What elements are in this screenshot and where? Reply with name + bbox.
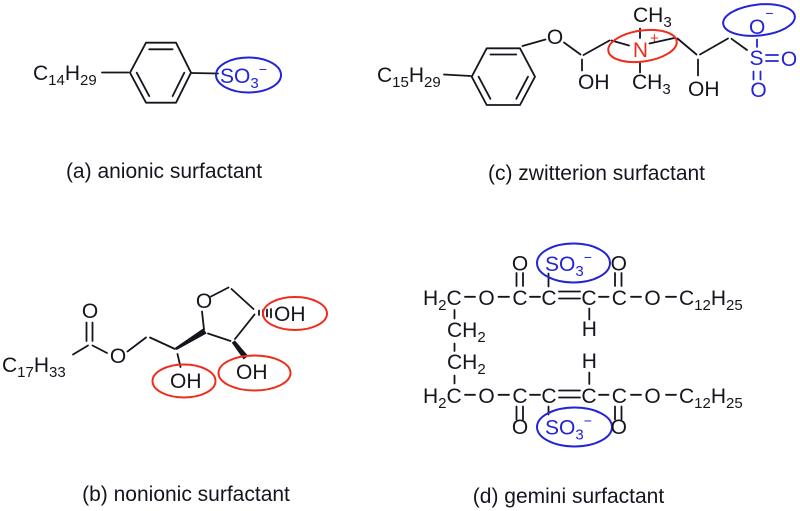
atom-o-dbond-right-top: O [611,253,627,276]
charge-plus-c: + [650,30,659,47]
highlight-ellipse-b-oh2 [217,354,292,392]
atom-o-carbonyl-b: O [82,300,98,323]
atom-c-h-top: C [581,287,596,310]
formula-so3-a: SO3− [220,61,267,92]
highlight-ellipse-b-oh3 [262,296,328,331]
structure-a-anionic: C14H29 SO3− (a) anionic surfactant [33,41,282,183]
atom-o-dbond-left-bottom: O [512,416,528,439]
formula-c17h33: C17H33 [2,354,66,381]
atom-c-carbonyl-left-bottom: C [512,385,527,408]
label-oh-left-c: OH [578,71,610,94]
highlight-ellipse-a-so3 [215,56,282,94]
atom-c-so3-top: C [541,287,556,310]
atom-n-c: N [633,39,648,62]
highlight-ellipse-c-ominus [722,3,796,37]
atom-o-ester-left-top: O [478,287,494,310]
formula-c12h25-bottom: C12H25 [679,385,743,412]
atom-o-ester-right-top: O [644,287,660,310]
label-oh-c3: OH [236,361,268,384]
label-ch3-top: CH3 [633,4,672,31]
formula-ch2-2: CH2 [447,351,486,378]
bonds-c [443,27,748,100]
caption-c: (c) zwitterion surfactant [488,162,705,185]
caption-a: (a) anionic surfactant [66,160,262,183]
benzene-ring-a [129,41,192,104]
bonds-d [453,272,677,421]
atom-o-bottom-c: O [750,79,766,102]
atom-o-ring-b: O [196,290,212,313]
formula-ch2-1: CH2 [447,319,486,346]
highlight-ellipse-b-oh1 [151,363,217,399]
atom-c-carbonyl-left-top: C [512,287,527,310]
formula-h2c-top: H2C [423,287,462,314]
formula-h2c-bottom: H2C [423,385,462,412]
formula-c12h25-top: C12H25 [679,287,743,314]
label-oh-right-c: OH [688,78,720,101]
structure-b-nonionic: C17H33 O O O OH OH OH (b) nonionic surfa… [2,286,328,506]
bold-wedge-chain [175,328,207,351]
formula-c14h29: C14H29 [33,62,97,89]
atom-c-carbonyl-right-top: C [612,287,627,310]
highlight-ellipse-d-so3-top [536,242,611,284]
highlight-ellipse-c-ammonium [607,28,678,64]
caption-d: (d) gemini surfactant [473,485,665,508]
atom-o-right-c: O [781,48,797,71]
formula-so3-top: SO3− [545,249,592,280]
highlight-ellipse-d-so3-bottom [536,406,613,448]
atom-c-h-bottom: C [581,385,596,408]
formula-c15h29: C15H29 [377,64,441,91]
atom-o-dbond-left-top: O [512,253,528,276]
atom-h-top: H [582,318,597,341]
atom-h-bottom: H [582,350,597,373]
label-o-minus-c: O− [749,5,774,39]
label-ch3-bottom: CH3 [632,71,671,98]
atom-o-ester-left-bottom: O [478,385,494,408]
atom-o-aryl-c: O [547,26,563,49]
bold-wedge-oh [231,340,249,360]
atom-o-ester-right-bottom: O [644,385,660,408]
benzene-ring-c [470,47,536,106]
formula-so3-bottom: SO3− [545,413,592,444]
atom-s-c: S [749,47,763,70]
bonds-a [101,48,219,97]
atom-c-so3-bottom: C [541,385,556,408]
atom-o-dbond-right-bottom: O [611,416,627,439]
structure-d-gemini: H2C O C C C C O C12H25 O O SO3− H CH2 CH… [423,242,743,508]
label-oh-chain: OH [170,370,202,393]
structure-c-zwitterion: C15H29 O OH N + CH3 CH3 OH S O− O O (c) … [377,3,797,185]
atom-o-ester-b: O [110,345,126,368]
caption-b: (b) nonionic surfactant [82,483,290,506]
label-oh-c4: OH [274,303,306,326]
sulfonate-bonds-c [752,38,779,81]
atom-c-carbonyl-right-bottom: C [612,385,627,408]
